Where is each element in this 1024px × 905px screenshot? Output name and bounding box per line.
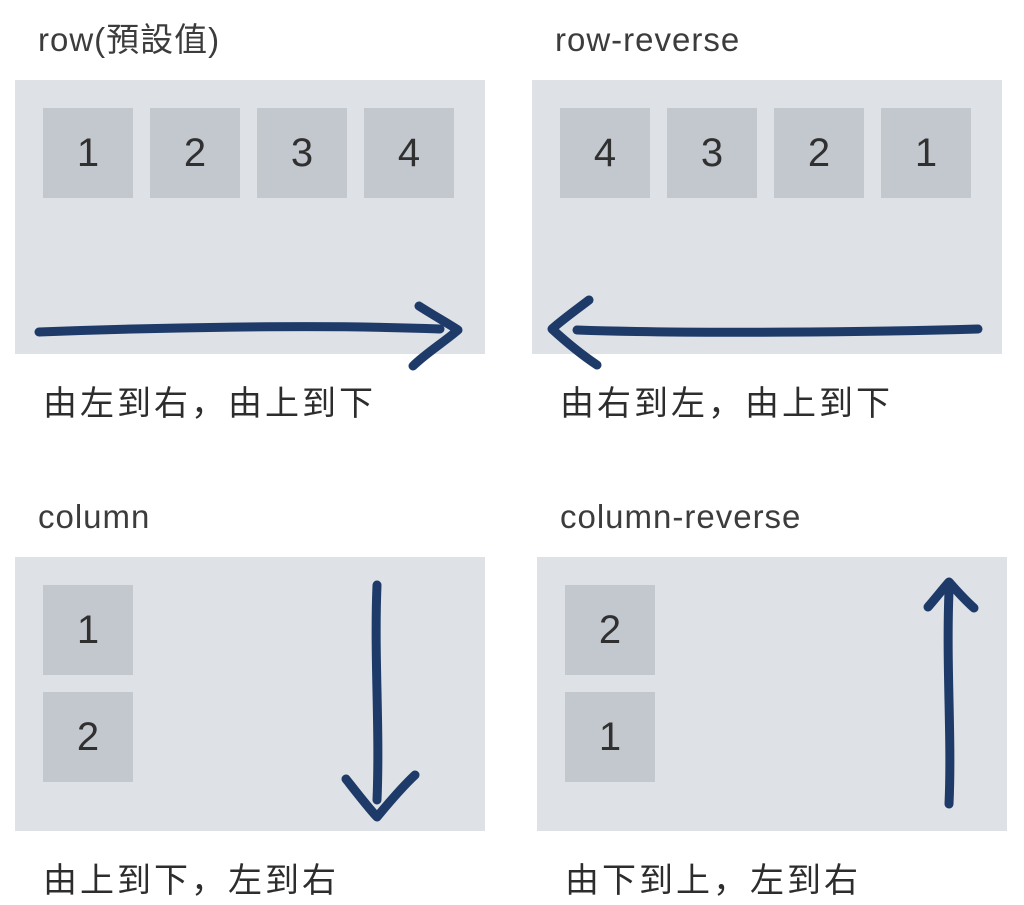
flex-container-demo: 1 2 3 4: [15, 80, 485, 371]
panel-caption: 由上到下，左到右: [43, 862, 339, 900]
flex-item: 2: [43, 692, 133, 782]
panel-caption: 由下到上，左到右: [565, 862, 861, 900]
flex-item: 3: [257, 108, 347, 198]
panel-title: row(預設值): [38, 21, 221, 58]
flex-container-demo: 4 3 2 1: [532, 80, 1002, 370]
panel-row: row(預設值) 1 2 3 4 由左到右，由上到下: [15, 20, 485, 440]
flex-items-column: 2 1: [565, 585, 979, 782]
flex-item: 3: [667, 108, 757, 198]
panel-title: row-reverse: [555, 21, 741, 58]
flex-item: 2: [565, 585, 655, 675]
panel-column: column 1 2 由上到下，左到右: [15, 497, 485, 905]
flex-items-row: 1 2 3 4: [43, 108, 457, 198]
flex-item: 4: [560, 108, 650, 198]
flex-item: 1: [565, 692, 655, 782]
panel-title: column-reverse: [560, 498, 802, 535]
panel-title: column: [38, 498, 151, 535]
flex-items-column: 1 2: [43, 585, 457, 782]
panel-caption: 由左到右，由上到下: [43, 385, 376, 423]
flex-container-demo: 2 1: [537, 557, 1007, 831]
flex-item: 1: [881, 108, 971, 198]
panel-column-reverse: column-reverse 2 1 由下到上，左到右: [537, 497, 1007, 905]
flex-item: 2: [150, 108, 240, 198]
flex-item: 2: [774, 108, 864, 198]
flex-container-demo: 1 2: [15, 557, 485, 831]
flex-items-row: 4 3 2 1: [560, 108, 974, 198]
panel-row-reverse: row-reverse 4 3 2 1 由右到左，由上到下: [532, 20, 1002, 440]
panel-caption: 由右到左，由上到下: [560, 385, 893, 423]
flex-item: 1: [43, 108, 133, 198]
flex-item: 1: [43, 585, 133, 675]
flex-item: 4: [364, 108, 454, 198]
